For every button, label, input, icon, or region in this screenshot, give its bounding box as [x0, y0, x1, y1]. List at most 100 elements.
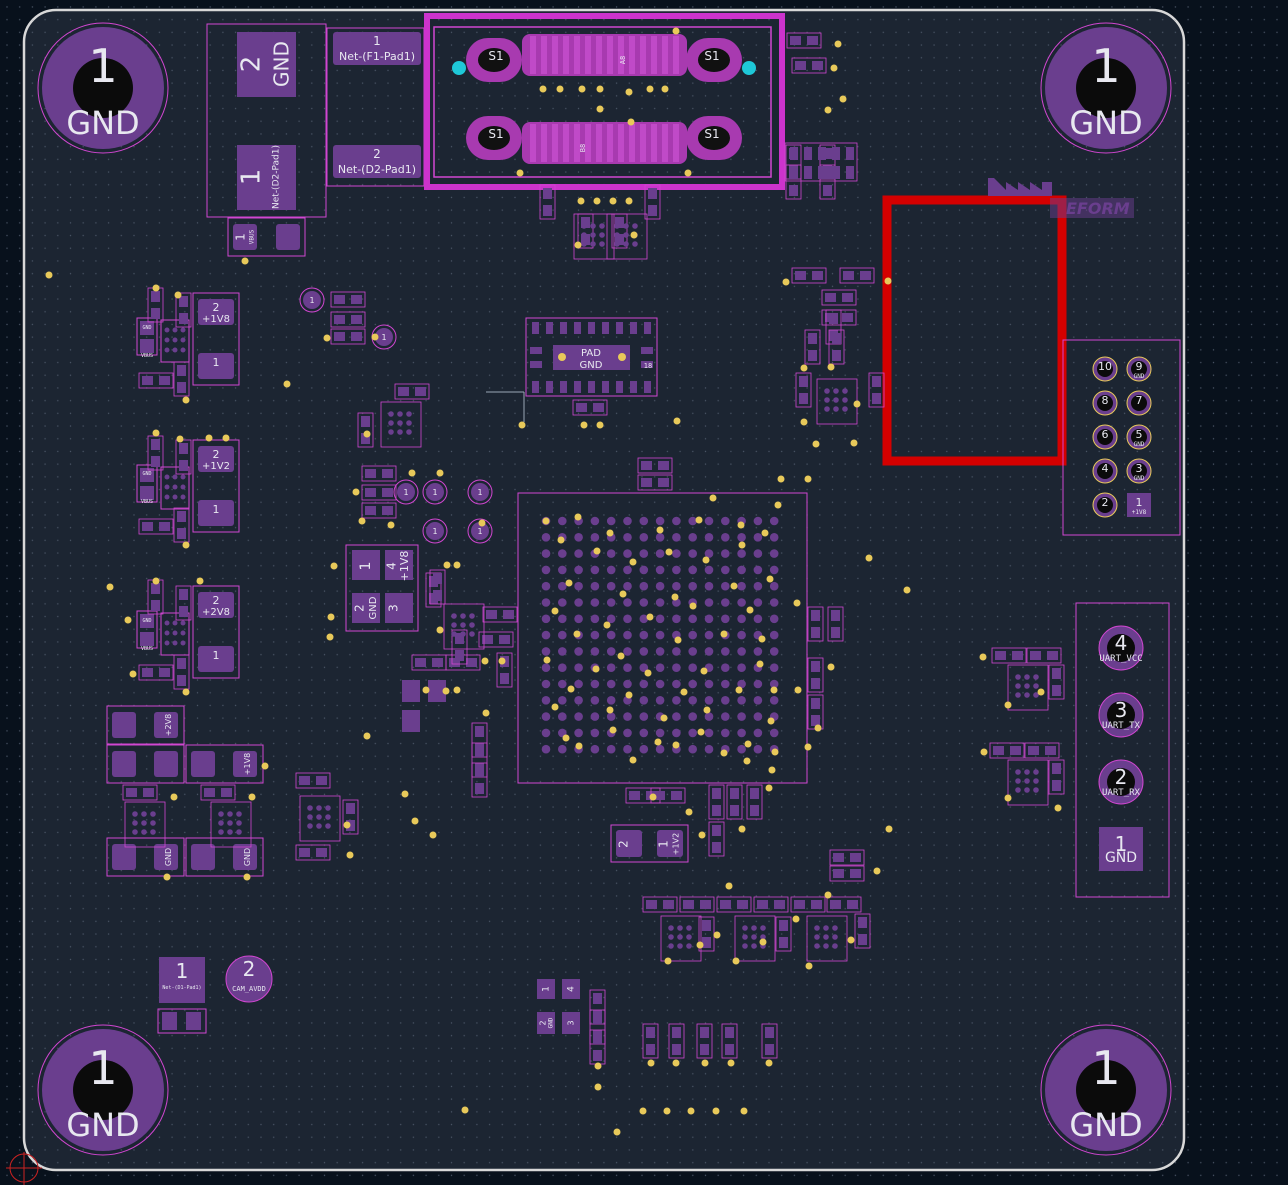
- smd-capacitor[interactable]: [637, 474, 673, 491]
- test-point[interactable]: 1: [393, 479, 419, 505]
- smd-capacitor[interactable]: [175, 439, 192, 475]
- via[interactable]: [647, 1059, 655, 1067]
- test-point[interactable]: 1: [467, 518, 493, 544]
- via[interactable]: [853, 400, 861, 408]
- via[interactable]: [363, 732, 371, 740]
- via[interactable]: [1004, 794, 1012, 802]
- via[interactable]: [639, 1107, 647, 1115]
- via[interactable]: [765, 1059, 773, 1067]
- via[interactable]: [182, 688, 190, 696]
- smd-capacitor[interactable]: [357, 412, 374, 448]
- small-ic[interactable]: [816, 378, 858, 425]
- via[interactable]: [326, 633, 334, 641]
- via[interactable]: [732, 957, 740, 965]
- smd-capacitor[interactable]: [726, 784, 743, 820]
- smd-capacitor[interactable]: [173, 361, 190, 397]
- via[interactable]: [980, 748, 988, 756]
- via[interactable]: [725, 882, 733, 890]
- cap-1v2[interactable]: 2 1 +1V2: [610, 824, 689, 863]
- via[interactable]: [627, 118, 635, 126]
- via[interactable]: [613, 1128, 621, 1136]
- header-pin-6[interactable]: 6: [1092, 424, 1118, 450]
- via[interactable]: [865, 554, 873, 562]
- via[interactable]: [1054, 804, 1062, 812]
- via[interactable]: [903, 586, 911, 594]
- via[interactable]: [436, 469, 444, 477]
- smd-capacitor[interactable]: [991, 647, 1027, 664]
- via[interactable]: [712, 1107, 720, 1115]
- smd-capacitor[interactable]: [819, 164, 836, 200]
- smd-capacitor[interactable]: [721, 1023, 738, 1059]
- smd-capacitor[interactable]: [173, 654, 190, 690]
- via[interactable]: [124, 616, 132, 624]
- smd-capacitor[interactable]: [708, 821, 725, 857]
- via[interactable]: [596, 85, 604, 93]
- smd-capacitor[interactable]: [429, 569, 446, 605]
- via[interactable]: [346, 851, 354, 859]
- small-ic[interactable]: [1007, 664, 1049, 711]
- smd-capacitor[interactable]: [482, 606, 518, 623]
- smd-capacitor[interactable]: [451, 629, 468, 665]
- via[interactable]: [283, 380, 291, 388]
- via[interactable]: [196, 577, 204, 585]
- power-diode-footprint[interactable]: 2 GND 1 Net-(D2-Pad1): [206, 23, 327, 218]
- via[interactable]: [401, 790, 409, 798]
- via[interactable]: [577, 197, 585, 205]
- smd-capacitor[interactable]: [644, 184, 661, 220]
- vias[interactable]: [45, 27, 1062, 1136]
- via[interactable]: [429, 831, 437, 839]
- via[interactable]: [45, 271, 53, 279]
- smd-capacitor[interactable]: [173, 507, 190, 543]
- via[interactable]: [812, 440, 820, 448]
- via[interactable]: [422, 686, 430, 694]
- cap-pair-extra[interactable]: [106, 744, 185, 784]
- via[interactable]: [443, 561, 451, 569]
- via[interactable]: [371, 333, 379, 341]
- via[interactable]: [594, 1062, 602, 1070]
- test-point[interactable]: 1: [422, 479, 448, 505]
- smd-capacitor[interactable]: [1048, 664, 1065, 700]
- via[interactable]: [106, 583, 114, 591]
- smd-capacitor[interactable]: [361, 465, 397, 482]
- small-ic[interactable]: [660, 915, 702, 962]
- via[interactable]: [672, 27, 680, 35]
- smd-capacitor[interactable]: [989, 742, 1025, 759]
- smd-capacitor[interactable]: [708, 784, 725, 820]
- usb-c-connector[interactable]: S1 S1 S1 S1 A8 B8: [424, 13, 785, 190]
- cap-pair-+1V8[interactable]: +1V8: [185, 744, 264, 784]
- small-ic[interactable]: [806, 915, 848, 962]
- smd-capacitor[interactable]: [138, 518, 174, 535]
- via[interactable]: [408, 469, 416, 477]
- via[interactable]: [174, 291, 182, 299]
- via[interactable]: [727, 1059, 735, 1067]
- via[interactable]: [176, 435, 184, 443]
- smd-capacitor[interactable]: [807, 657, 824, 693]
- test-point[interactable]: 1: [371, 324, 397, 350]
- via[interactable]: [685, 808, 693, 816]
- smd-capacitor[interactable]: [668, 1023, 685, 1059]
- smd-capacitor[interactable]: [138, 372, 174, 389]
- smd-capacitor[interactable]: [821, 289, 857, 306]
- via[interactable]: [330, 562, 338, 570]
- via[interactable]: [792, 915, 800, 923]
- via[interactable]: [482, 709, 490, 717]
- via[interactable]: [979, 653, 987, 661]
- via[interactable]: [574, 241, 582, 249]
- via[interactable]: [222, 434, 230, 442]
- via[interactable]: [596, 421, 604, 429]
- smd-capacitor[interactable]: [790, 896, 826, 913]
- via[interactable]: [824, 106, 832, 114]
- smd-capacitor[interactable]: [746, 784, 763, 820]
- header-pin-1[interactable]: 1+1V8: [1127, 493, 1151, 517]
- via[interactable]: [782, 278, 790, 286]
- via[interactable]: [661, 85, 669, 93]
- test-point[interactable]: 1: [422, 518, 448, 544]
- via[interactable]: [646, 85, 654, 93]
- via[interactable]: [411, 817, 419, 825]
- via[interactable]: [518, 421, 526, 429]
- via[interactable]: [594, 1083, 602, 1091]
